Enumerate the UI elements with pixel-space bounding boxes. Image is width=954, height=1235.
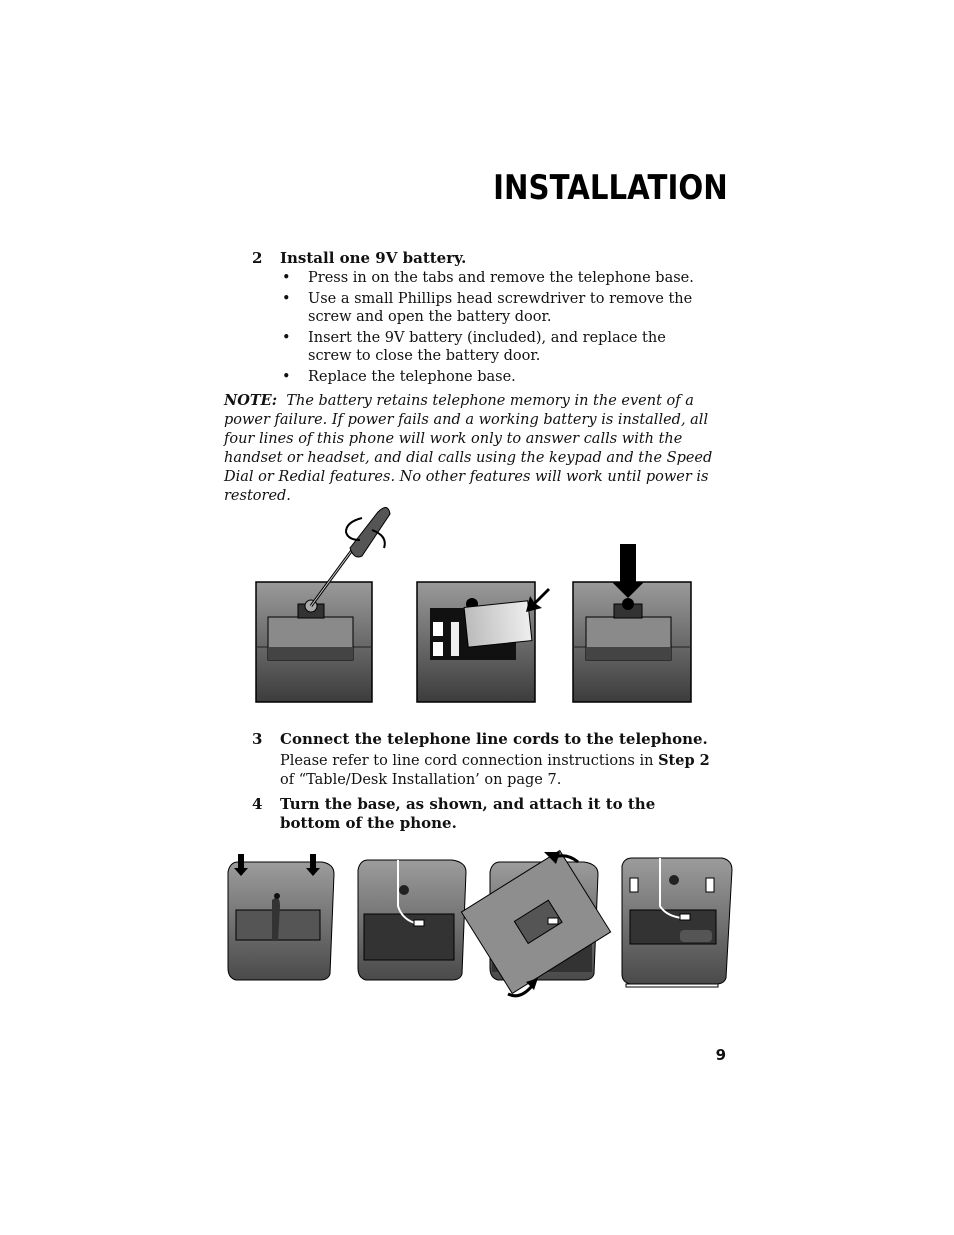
step-3-text: Please refer to line cord connection ins… [280,752,710,788]
base-attach-illustration [227,849,733,998]
page-number: 9 [715,1046,726,1064]
note-label: NOTE: [224,392,278,409]
base-panel-2 [357,859,467,981]
step-2-bullet-list: •Press in on the tabs and remove the tel… [280,269,710,388]
bullet-item: •Insert the 9V battery (included), and r… [282,329,666,365]
bullet-item: •Press in on the tabs and remove the tel… [282,270,694,286]
bullet-item: •Replace the telephone base. [282,368,516,385]
step-3-number: 3 [252,730,263,748]
base-panel-4 [621,857,733,988]
step-4-title: Turn the base, as shown, and attach it t… [280,795,656,832]
bullet-item: •Use a small Phillips head screwdriver t… [282,290,693,326]
screwdriver-panel [255,507,391,703]
step-4-number: 4 [252,795,263,813]
base-panel-1 [227,854,335,981]
base-replace-panel [572,544,692,703]
page-title: INSTALLATION [493,168,728,208]
step-3-title: Connect the telephone line cords to the … [280,730,708,748]
battery-installation-illustration [255,507,692,703]
base-panel-3 [460,849,612,998]
note-paragraph: NOTE: The battery retains telephone memo… [224,391,724,506]
battery-insert-panel [416,581,550,703]
note-text: The battery retains telephone memory in … [224,393,713,504]
step-2-number: 2 [252,249,263,267]
step-2-title: Install one 9V battery. [280,249,467,267]
